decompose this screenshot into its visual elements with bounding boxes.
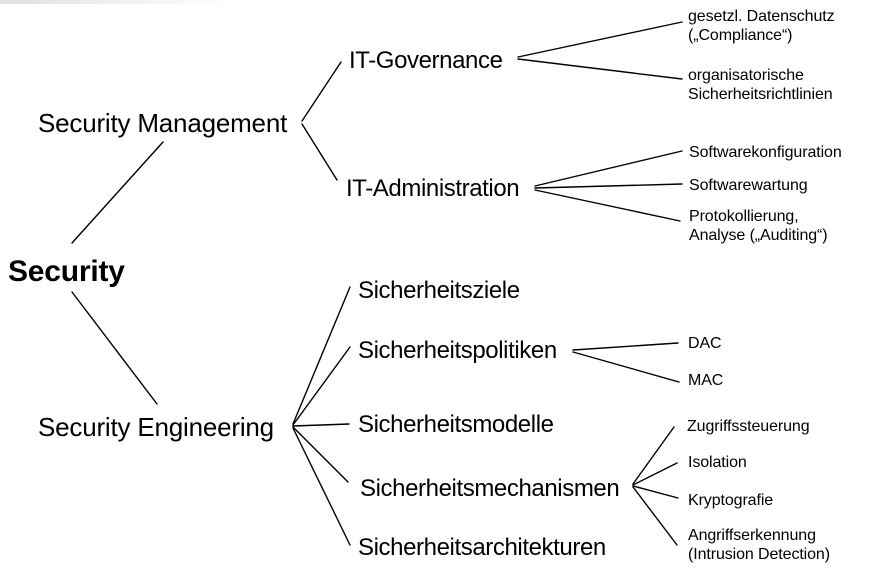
node-sicherheitsmechanismen: Sicherheitsmechanismen — [360, 475, 620, 502]
node-protokollierung-auditing: Protokollierung, Analyse („Auditing“) — [689, 208, 828, 244]
node-gesetzl-datenschutz: gesetzl. Datenschutz („Compliance“) — [688, 8, 835, 44]
node-sicherheitsrichtlinien: organisatorische Sicherheitsrichtlinien — [688, 67, 833, 103]
edge-engineering-to-politiken — [292, 346, 351, 426]
edge-politiken-to-dac — [572, 342, 679, 351]
node-it-administration: IT-Administration — [346, 175, 520, 202]
node-security: Security — [8, 255, 125, 288]
node-security-management: Security Management — [38, 108, 288, 138]
node-sicherheitsmodelle: Sicherheitsmodelle — [358, 411, 554, 438]
edge-management-to-governance — [301, 61, 342, 122]
edge-engineering-to-modelle — [292, 423, 350, 427]
node-zugriffssteuerung: Zugriffssteuerung — [687, 418, 810, 435]
node-sicherheitsziele: Sicherheitsziele — [358, 277, 520, 304]
edge-mechanismen-to-zugriff — [632, 426, 675, 485]
edge-management-to-administration — [301, 123, 338, 181]
node-angriffserkennung: Angriffserkennung (Intrusion Detection) — [688, 527, 830, 563]
node-mac: MAC — [688, 372, 724, 389]
edge-engineering-to-architekturen — [292, 427, 351, 546]
edge-mechanismen-to-isolation — [632, 462, 678, 486]
edge-governance-to-datenschutz — [517, 21, 683, 58]
edge-engineering-to-mechanismen — [292, 426, 349, 483]
top-edge-artifact — [0, 0, 230, 4]
node-softwarewartung: Softwarewartung — [689, 177, 808, 194]
edge-administration-to-konfiguration — [534, 150, 683, 187]
node-sicherheitsarchitekturen: Sicherheitsarchitekturen — [358, 534, 606, 561]
node-kryptografie: Kryptografie — [688, 492, 774, 509]
node-dac: DAC — [688, 335, 722, 352]
edge-security-to-management — [71, 141, 164, 244]
node-security-engineering: Security Engineering — [38, 412, 274, 442]
node-isolation: Isolation — [688, 454, 747, 471]
node-it-governance: IT-Governance — [349, 47, 503, 74]
edge-engineering-to-ziele — [292, 286, 351, 425]
edge-security-to-engineering — [71, 291, 158, 405]
node-sicherheitspolitiken: Sicherheitspolitiken — [358, 337, 557, 364]
edge-governance-to-richtlinien — [517, 58, 683, 80]
node-softwarekonfiguration: Softwarekonfiguration — [689, 144, 842, 161]
edge-administration-to-wartung — [534, 183, 683, 189]
edge-administration-to-auditing — [534, 189, 681, 222]
edge-mechanismen-to-angriff — [632, 486, 678, 546]
edge-politiken-to-mac — [572, 351, 680, 383]
edge-mechanismen-to-krypto — [632, 485, 679, 499]
